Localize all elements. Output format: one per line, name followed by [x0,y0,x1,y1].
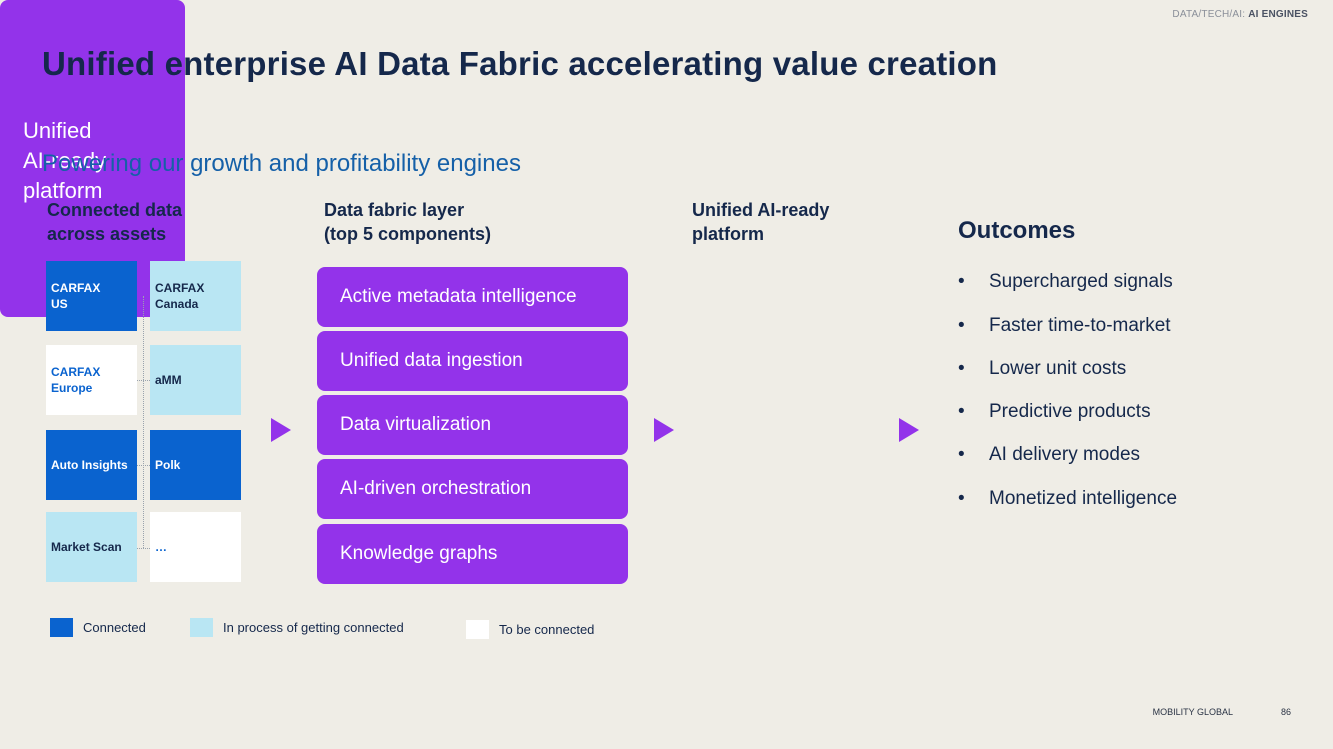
assets-heading: Connected data across assets [47,198,182,246]
asset-tile-auto-insights: Auto Insights [46,430,137,500]
outcome-item: • Faster time-to-market [958,315,1171,337]
asset-label-line1: Polk [155,458,181,472]
legend-label-connected: Connected [83,620,146,635]
asset-connector-vertical [143,296,144,548]
outcome-item: • Predictive products [958,401,1151,423]
outcome-label: Monetized intelligence [989,488,1178,509]
asset-label-line1: aMM [155,373,182,387]
legend-swatch-to-be [466,620,489,639]
platform-line2: AI-ready [23,148,107,173]
flow-arrow-icon [654,418,674,442]
fabric-heading: Data fabric layer (top 5 components) [324,198,491,246]
asset-connector-h3 [137,548,150,549]
component-pill: Active metadata intelligence [317,267,628,327]
flow-arrow-icon [899,418,919,442]
asset-connector-h2 [137,465,150,466]
asset-tile-market-scan: Market Scan [46,512,137,582]
outcome-item: • Monetized intelligence [958,488,1177,510]
fabric-heading-line2: (top 5 components) [324,224,491,244]
legend-label-to-be: To be connected [499,622,595,637]
bullet-icon: • [958,271,965,292]
breadcrumb-section: AI ENGINES [1248,9,1308,20]
outcome-label: Predictive products [989,401,1151,422]
component-pill: Data virtualization [317,395,628,455]
asset-label-line2: US [51,297,68,311]
bullet-icon: • [958,488,965,509]
asset-label-line2: Europe [51,381,93,395]
bullet-icon: • [958,358,965,379]
outcome-label: Lower unit costs [989,358,1127,379]
asset-tile-more: … [150,512,241,582]
asset-tile-carfax-us: CARFAX US [46,261,137,331]
asset-connector-h1 [137,380,150,381]
outcome-item: • Supercharged signals [958,271,1173,293]
asset-label-line1: Auto Insights [51,458,128,472]
platform-heading-line1: Unified AI-ready [692,200,830,220]
platform-heading: Unified AI-ready platform [692,198,829,246]
legend-swatch-connected [50,618,73,637]
asset-label-line1: CARFAX [51,365,101,379]
legend-label-in-process: In process of getting connected [223,620,404,635]
asset-label-line1: … [155,540,167,554]
outcome-item: • AI delivery modes [958,444,1140,466]
platform-line3: platform [23,178,103,203]
bullet-icon: • [958,444,965,465]
fabric-heading-line1: Data fabric layer [324,200,465,220]
footer-label: MOBILITY GLOBAL [1152,707,1233,717]
asset-label-line2: Canada [155,297,199,311]
outcome-item: • Lower unit costs [958,358,1126,380]
bullet-icon: • [958,315,965,336]
flow-arrow-icon [271,418,291,442]
page-number: 86 [1280,707,1291,717]
asset-tile-amm: aMM [150,345,241,415]
page-subtitle: Powering our growth and profitability en… [42,150,521,177]
platform-heading-line2: platform [692,224,764,244]
assets-heading-line1: Connected data [47,200,183,220]
asset-tile-carfax-canada: CARFAX Canada [150,261,241,331]
component-pill: Knowledge graphs [317,524,628,584]
component-pill: AI-driven orchestration [317,459,628,519]
bullet-icon: • [958,401,965,422]
outcome-label: Faster time-to-market [989,315,1171,336]
breadcrumb-prefix: DATA/TECH/AI: [1172,9,1246,20]
outcome-label: AI delivery modes [989,444,1141,465]
asset-label-line1: CARFAX [51,281,101,295]
component-pill: Unified data ingestion [317,331,628,391]
asset-tile-carfax-europe: CARFAX Europe [46,345,137,415]
outcome-label: Supercharged signals [989,271,1173,292]
asset-label-line1: Market Scan [51,540,122,554]
platform-line1: Unified [23,118,92,143]
asset-tile-polk: Polk [150,430,241,500]
assets-heading-line2: across assets [47,224,167,244]
page-title: Unified enterprise AI Data Fabric accele… [42,45,998,82]
asset-label-line1: CARFAX [155,281,205,295]
outcomes-title: Outcomes [958,217,1076,244]
legend-swatch-in-process [190,618,213,637]
breadcrumb: DATA/TECH/AI: AI ENGINES [1172,9,1308,20]
